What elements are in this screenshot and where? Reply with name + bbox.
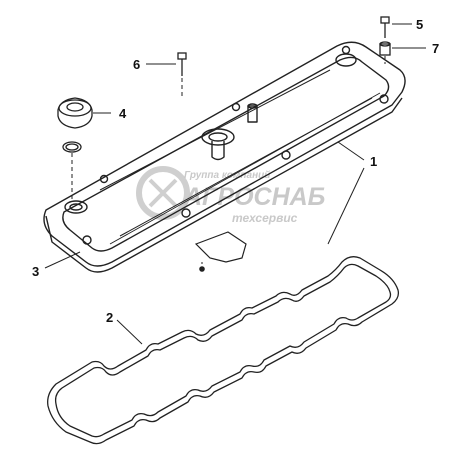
valve-cover [43,41,406,273]
callout-3: 3 [32,264,39,279]
watermark-logo-icon [136,166,190,220]
callout-1: 1 [370,154,377,169]
watermark: Группа компаний АГРОСНАБ техсервис [136,166,325,225]
watermark-bottom-text: техсервис [232,211,298,225]
breather-cup [201,128,235,146]
leader-2 [116,319,143,345]
cover-bolt-boss [99,174,109,184]
callouts: 1 2 3 4 5 6 7 [32,17,439,325]
valve-cover-rib [109,92,381,245]
cover-bolt-boss [231,102,241,112]
o-ring-inner [65,143,79,151]
valve-cover-flange-edge [45,97,403,273]
shield-plate-screw [199,266,205,272]
oil-filler-cap-top [58,99,92,117]
watermark-brand: АГРОСНАБ [183,183,325,211]
valve-cover-gasket [47,256,400,445]
callout-7: 7 [432,41,439,56]
o-ring [62,141,82,153]
shield-plate-outline [194,231,247,263]
breather-stem [211,141,225,161]
sleeve-7 [379,41,391,56]
valve-cover-flange-outer [43,41,406,267]
cover-bolt-boss [341,45,351,55]
oil-filler-cap [57,97,93,153]
gasket-inner [54,263,392,438]
bolt-5-head [380,16,390,24]
cover-bolt-boss [181,208,191,218]
callout-6: 6 [133,57,140,72]
oil-filler-cap-body [57,97,93,129]
watermark-logo-cross [148,178,178,208]
oil-filler-cap-grip [66,102,84,112]
callout-4: 4 [119,106,127,121]
cover-bolt-boss [281,150,291,160]
leader-lines [44,23,426,345]
cover-stud [247,105,258,123]
valve-cover-top [62,56,390,252]
cover-bolt-boss [379,94,389,104]
callout-5: 5 [416,17,423,32]
oil-filler-bore [69,203,83,211]
leader-1-to-gasket [327,167,365,245]
bolt-6 [177,52,187,76]
bolt-5 [380,16,390,38]
shield-plate [194,231,247,272]
cover-bolt-boss [82,235,92,245]
oil-filler-neck [64,200,88,214]
rear-round-boss [335,53,357,67]
leader-3 [44,251,81,269]
leader-1-to-cover [337,141,365,161]
watermark-top-text: Группа компаний [184,170,270,181]
sleeve-7-top [379,41,391,47]
bolt-6-head [177,52,187,60]
gasket-outer [47,256,400,445]
callout-2: 2 [106,310,113,325]
breather-cup-inner [208,132,228,142]
cover-stud-top [247,103,258,109]
sleeve-7-body [379,43,391,56]
